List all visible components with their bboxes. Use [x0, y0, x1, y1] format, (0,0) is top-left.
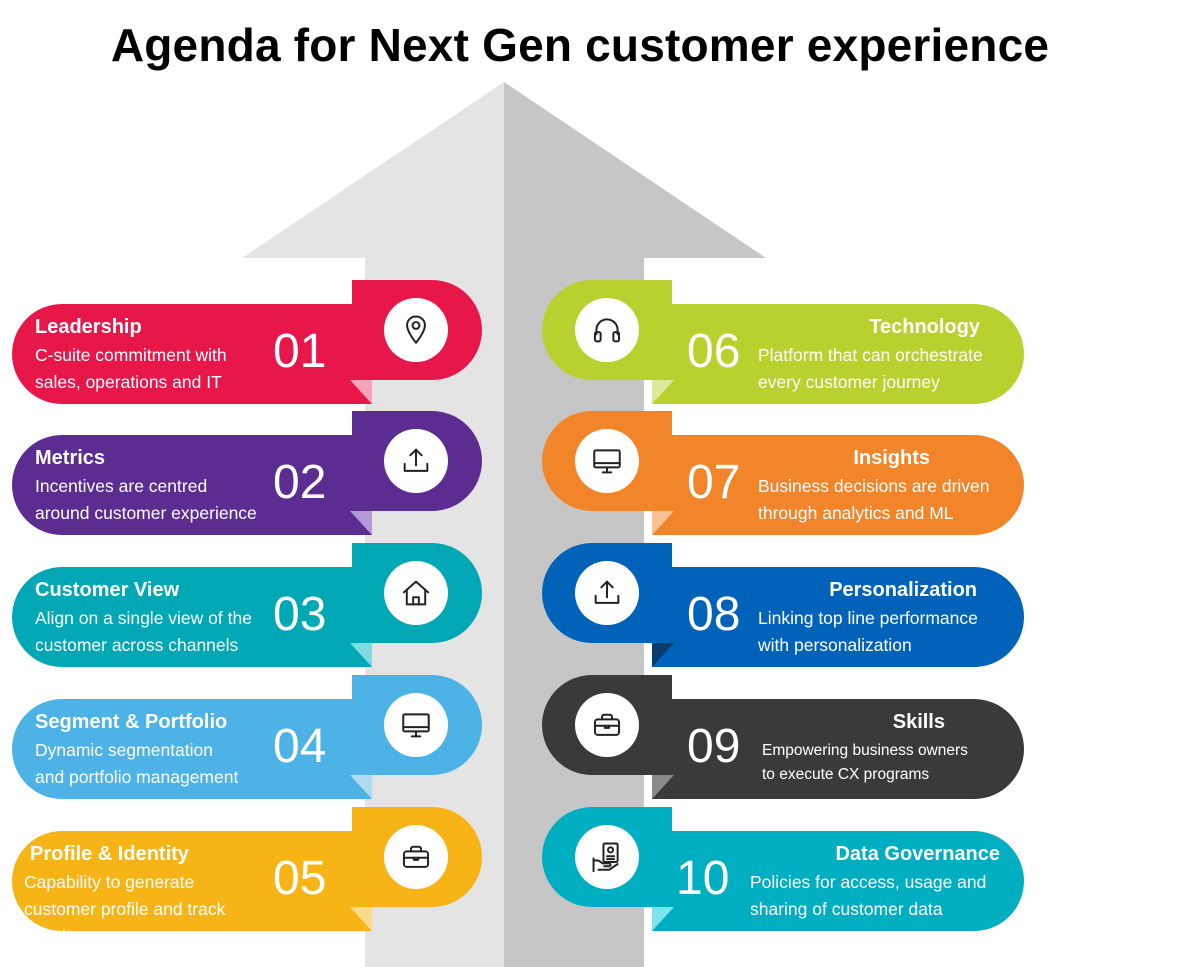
home-icon [402, 580, 430, 606]
item-description-line: customer across channels [35, 635, 239, 655]
item-label: Technology [869, 316, 980, 338]
icon-circle [384, 825, 448, 889]
item-body [652, 567, 1024, 667]
icon-circle [384, 693, 448, 757]
item-fold [652, 511, 674, 535]
item-number: 02 [273, 456, 327, 509]
item-description-line: Linking top line performance [758, 608, 978, 628]
item-fold [652, 380, 674, 404]
item-number: 09 [687, 720, 741, 773]
item-description-line: C-suite commitment with [35, 345, 227, 365]
item-fold [652, 643, 674, 667]
item-number: 03 [273, 588, 327, 641]
item-label: Metrics [35, 447, 106, 469]
item-body [652, 435, 1024, 535]
location-pin-icon [406, 315, 426, 344]
item-description-line: through analytics and ML [758, 503, 954, 523]
page-title: Agenda for Next Gen customer experience [110, 19, 1050, 71]
item-label: Personalization [829, 579, 977, 601]
item-number: 07 [687, 456, 741, 509]
headphones-icon [593, 318, 621, 343]
item-body [12, 304, 372, 404]
item-description-line: Platform that can orchestrate [758, 345, 983, 365]
item-description-line: sales, operations and IT [35, 372, 222, 392]
item-body [12, 699, 372, 799]
icon-circle [384, 561, 448, 625]
item-description-line: to execute CX programs [762, 766, 930, 783]
item-body [12, 831, 372, 931]
item-number: 06 [687, 325, 741, 378]
item-label: Profile & Identity [30, 843, 189, 865]
item-description-line: Align on a single view of the [35, 608, 252, 628]
item-description-line: with personalization [758, 635, 912, 655]
item-body [652, 304, 1024, 404]
item-description-line: every customer journey [758, 372, 940, 392]
item-description-line: Dynamic segmentation [35, 740, 213, 760]
monitor-icon [402, 713, 430, 738]
item-number: 05 [273, 852, 327, 905]
item-body [652, 831, 1024, 931]
item-label: Skills [892, 711, 945, 733]
item-fold [350, 907, 372, 931]
item-description-line: and portfolio management [35, 767, 239, 787]
item-label: Segment & Portfolio [35, 711, 228, 733]
item-fold [350, 643, 372, 667]
upload-icon [403, 448, 429, 472]
item-label: Data Governance [835, 843, 1000, 865]
item-description-line: Business decisions are driven [758, 476, 990, 496]
item-description-line: around customer experience [35, 503, 257, 523]
item-number: 04 [273, 720, 327, 773]
item-number: 10 [676, 852, 730, 905]
icon-circle [575, 298, 639, 362]
item-fold [652, 775, 674, 799]
item-description-line: Policies for access, usage and [750, 872, 987, 892]
icon-circle [575, 561, 639, 625]
id-card-hand-icon [592, 842, 619, 873]
briefcase-icon [402, 845, 430, 868]
upload-icon [594, 580, 620, 604]
item-fold [350, 775, 372, 799]
item-number: 08 [687, 588, 741, 641]
icon-circle [384, 298, 448, 362]
item-shape [12, 807, 482, 931]
item-fold [350, 380, 372, 404]
item-description-line: Empowering business owners [762, 742, 968, 759]
item-description-line: sharing of customer data [750, 899, 943, 919]
icon-circle [575, 693, 639, 757]
icon-circle [575, 825, 639, 889]
item-description-line: Capability to generate [24, 872, 195, 892]
briefcase-icon [593, 713, 621, 736]
item-label: Leadership [35, 316, 142, 338]
item-label: Insights [853, 447, 930, 469]
icon-circle [384, 429, 448, 493]
item-fold [652, 907, 674, 931]
item-number: 01 [273, 325, 327, 378]
monitor-icon [593, 449, 621, 474]
item-description-line: identity [24, 926, 80, 946]
item-description-line: customer profile and track [24, 899, 226, 919]
item-body [12, 435, 372, 535]
icon-circle [575, 429, 639, 493]
item-label: Customer View [35, 579, 180, 601]
item-body [652, 699, 1024, 799]
item-fold [350, 511, 372, 535]
item-description-line: Incentives are centred [35, 476, 208, 496]
item-body [12, 567, 372, 667]
